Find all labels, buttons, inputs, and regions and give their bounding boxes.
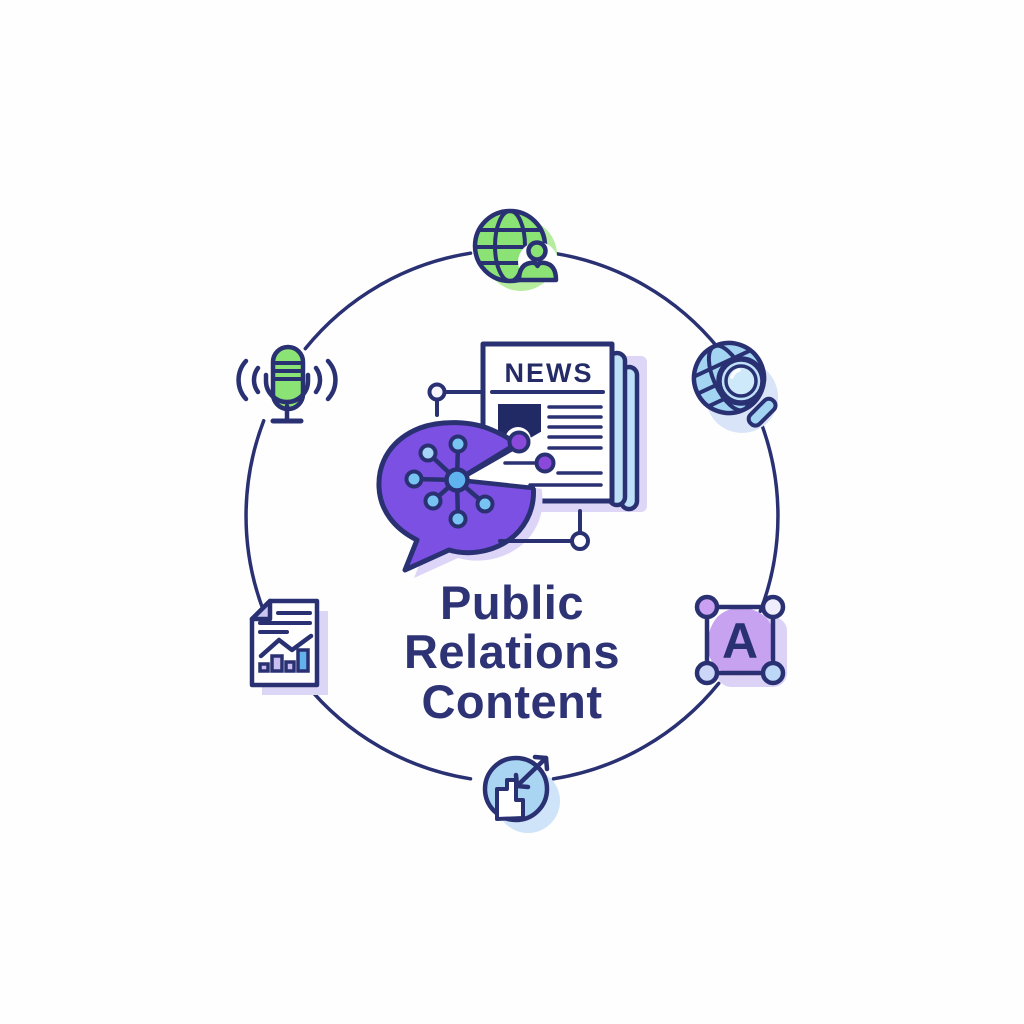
bar-1 (258, 662, 270, 673)
title-line-1: Public (439, 576, 585, 629)
sync-arrow (513, 754, 550, 790)
trend-line (258, 633, 314, 659)
sound-wave-right-inner (313, 365, 323, 395)
person-shoulders (516, 260, 559, 283)
person-head (526, 240, 548, 262)
circle-arcs (244, 251, 780, 781)
sound-wave-right-outer (325, 358, 338, 402)
page-fold (249, 598, 273, 622)
globe-audience-icon (472, 208, 559, 291)
mic-holder (263, 372, 311, 405)
title-line-2: Relations (403, 625, 621, 679)
typography-frame-icon: A (694, 594, 787, 687)
hub-center-node (444, 467, 470, 493)
frame-node-br (760, 660, 786, 686)
magnifier-handle (746, 396, 778, 428)
frame-node-bl (694, 660, 720, 686)
frame-node-tr (760, 594, 786, 620)
sync-arrow-icon (482, 754, 560, 833)
network-hub (404, 434, 522, 529)
diagram-title: Public Relations Content (404, 578, 620, 726)
bar-2 (270, 654, 284, 673)
report-chart-icon (249, 598, 328, 695)
globe-magnifier-icon (691, 340, 778, 433)
frame-node-tl (694, 594, 720, 620)
center-illustration: NEWS (376, 341, 647, 578)
connector-node-topleft (427, 382, 483, 417)
data-node-1 (507, 430, 531, 454)
bar-4 (296, 648, 310, 673)
connector-node-bottomright (498, 509, 590, 551)
bar-3 (284, 660, 296, 673)
data-node-2 (534, 452, 556, 474)
lens-highlight (730, 368, 741, 379)
title-line-3: Content (421, 674, 603, 728)
sound-wave-left-outer (236, 358, 249, 402)
sound-wave-left-inner (251, 365, 261, 395)
frame-outline (704, 604, 776, 676)
letter-a-glyph: A (722, 613, 758, 669)
news-headline: NEWS (505, 358, 594, 388)
microphone-icon (236, 344, 338, 424)
letter-blob (707, 608, 775, 676)
